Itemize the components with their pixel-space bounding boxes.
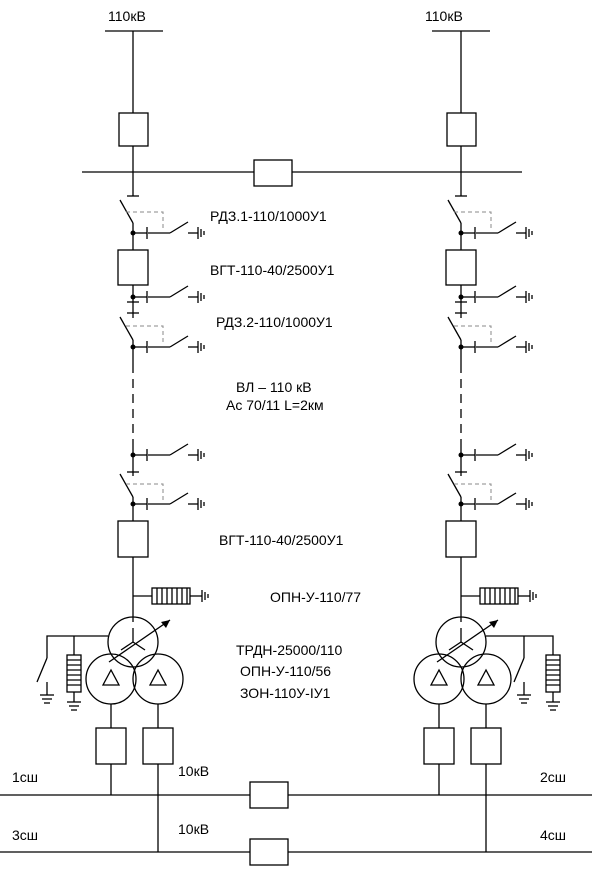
right-arrester-1 (479, 587, 519, 605)
bus-2-label: 2сш (540, 769, 566, 785)
hv-section-breaker (253, 159, 293, 187)
lv-section-breaker-2 (249, 838, 289, 866)
supply-left-label: 110кВ (108, 8, 146, 24)
bus-3-label: 3сш (12, 827, 38, 843)
voltage-1-label: 10кВ (178, 763, 209, 779)
lv-buses (0, 781, 592, 866)
left-arrester-1 (151, 587, 191, 605)
hv-bus (82, 159, 522, 187)
breaker-2-label: ВГТ-110-40/2500У1 (219, 532, 344, 548)
right-breaker-1 (445, 249, 477, 286)
left-lv-breaker-2 (142, 727, 174, 765)
grounding-label: ЗОН-110У-IУ1 (240, 685, 331, 701)
left-breaker-1 (117, 249, 149, 286)
voltage-2-label: 10кВ (178, 821, 209, 837)
lv-section-breaker-1 (249, 781, 289, 809)
right-lv-breaker-1 (423, 727, 455, 765)
bus-1-label: 1сш (12, 769, 38, 785)
transformer-label: ТРДН-25000/110 (236, 642, 343, 658)
left-transformer (85, 616, 184, 705)
bus-4-label: 4сш (540, 827, 566, 843)
arrester-2-label: ОПН-У-110/56 (240, 663, 331, 679)
line-label-2: Ас 70/11 L=2км (226, 397, 324, 413)
right-input-breaker (446, 112, 477, 147)
supply-right-label: 110кВ (425, 8, 463, 24)
arrester-1-label: ОПН-У-110/77 (270, 589, 361, 605)
left-circuit (36, 30, 209, 852)
left-lv-breaker-1 (95, 727, 127, 765)
right-breaker-2 (445, 520, 477, 558)
delta-winding-icon (148, 668, 168, 686)
breaker-1-label: ВГТ-110-40/2500У1 (210, 262, 335, 278)
disconnector-2-label: РДЗ.2-110/1000У1 (216, 314, 333, 330)
disconnector-1-label: РДЗ.1-110/1000У1 (210, 208, 327, 224)
left-breaker-2 (117, 520, 149, 558)
right-transformer (413, 616, 512, 705)
line-label-1: ВЛ – 110 кВ (236, 379, 312, 395)
delta-winding-icon (101, 668, 121, 686)
right-lv-breaker-2 (470, 727, 502, 765)
delta-winding-icon (476, 668, 496, 686)
right-circuit (413, 30, 561, 852)
left-input-breaker (118, 112, 149, 147)
delta-winding-icon (429, 668, 449, 686)
